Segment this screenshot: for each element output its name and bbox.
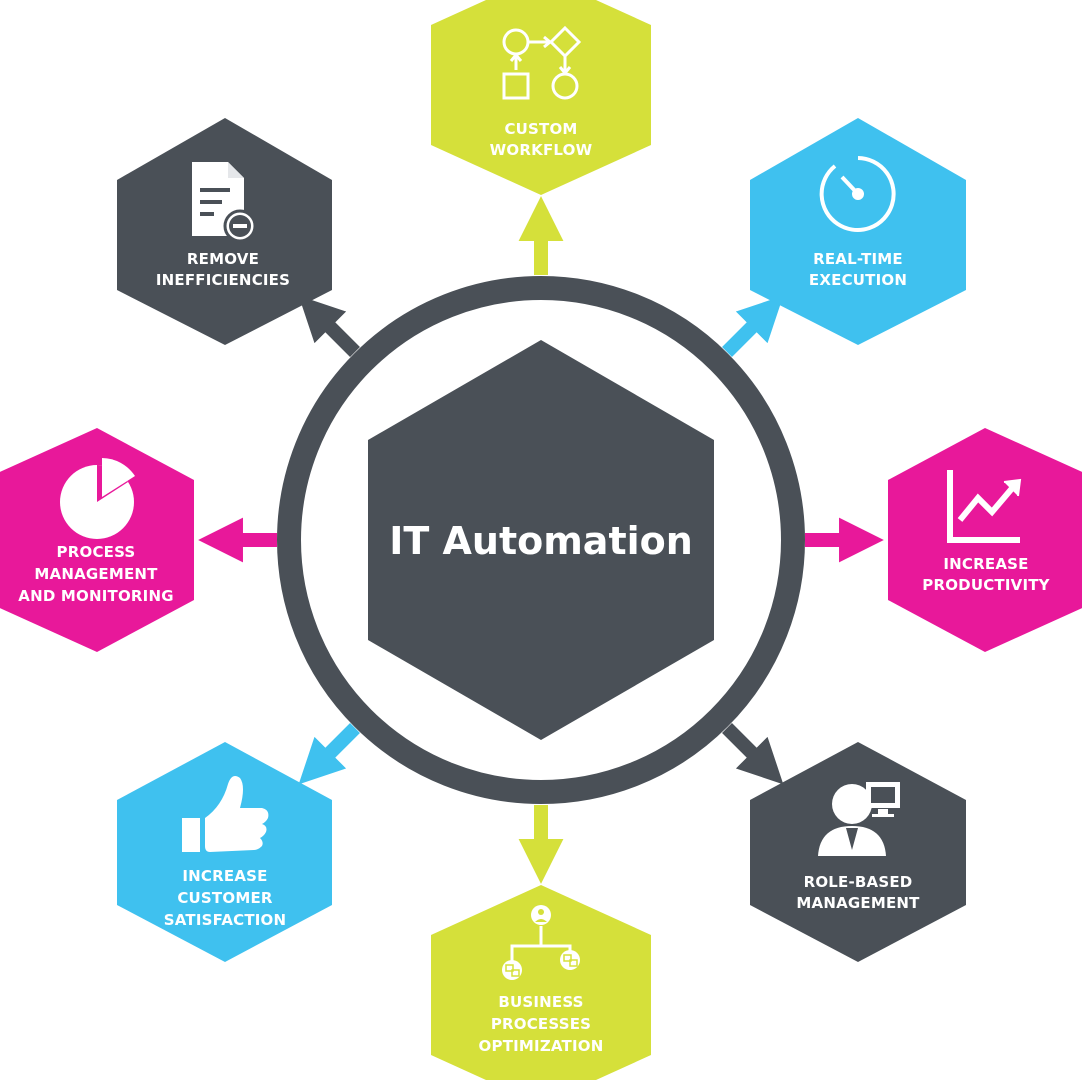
hexagon-shape	[0, 428, 194, 652]
label-custom-workflow: CUSTOM WORKFLOW	[490, 120, 593, 159]
node-process-management-monitoring	[0, 428, 194, 652]
node-label-line: OPTIMIZATION	[479, 1037, 604, 1055]
node-label-line: MANAGEMENT	[796, 894, 920, 912]
node-label-line: AND MONITORING	[18, 587, 173, 605]
node-business-processes-optimization	[431, 885, 651, 1080]
hexagon-shape	[117, 742, 332, 962]
label-process-management-monitoring: PROCESS MANAGEMENT AND MONITORING	[18, 543, 173, 605]
node-label-line: PROCESS	[57, 543, 136, 561]
node-label-line: REMOVE	[187, 250, 259, 268]
label-real-time-execution: REAL-TIME EXECUTION	[809, 250, 907, 289]
node-label-line: WORKFLOW	[490, 141, 593, 159]
timer-icon	[819, 156, 896, 232]
hexagon-shape	[431, 0, 651, 195]
org-tree-icon	[502, 905, 580, 980]
document-remove-icon	[192, 162, 257, 243]
node-label-line: BUSINESS	[498, 993, 583, 1011]
node-custom-workflow	[431, 0, 651, 195]
node-label-line: PRODUCTIVITY	[922, 576, 1050, 594]
label-increase-customer-satisfaction: INCREASE CUSTOMER SATISFACTION	[164, 867, 287, 929]
node-label-line: SATISFACTION	[164, 911, 287, 929]
label-remove-inefficiencies: REMOVE INEFFICIENCIES	[156, 250, 290, 289]
arrow-to-increase-customer-satisfaction	[298, 723, 360, 785]
connector-arrows	[198, 196, 884, 884]
line-chart-icon	[947, 470, 1022, 543]
center-title: IT Automation	[389, 519, 693, 563]
label-role-based-management: ROLE-BASED MANAGEMENT	[796, 873, 920, 912]
thumbs-up-icon	[182, 776, 269, 852]
user-computer-icon	[818, 782, 900, 856]
node-label-line: INCREASE	[182, 867, 267, 885]
arrow-to-role-based-management	[722, 723, 784, 785]
arrow-to-real-time-execution	[722, 295, 784, 357]
workflow-icon	[502, 25, 582, 100]
center-hexagon	[368, 340, 714, 740]
node-label-line: PROCESSES	[491, 1015, 591, 1033]
hexagon-shape	[431, 885, 651, 1080]
node-label-line: CUSTOMER	[177, 889, 273, 907]
pie-chart-icon	[60, 458, 135, 539]
node-label-line: INCREASE	[943, 555, 1028, 573]
node-increase-customer-satisfaction	[117, 742, 332, 962]
node-label-line: CUSTOM	[504, 120, 577, 138]
label-increase-productivity: INCREASE PRODUCTIVITY	[922, 555, 1050, 594]
arrow-to-remove-inefficiencies	[298, 295, 360, 357]
node-label-line: INEFFICIENCIES	[156, 271, 290, 289]
node-label-line: EXECUTION	[809, 271, 907, 289]
node-label-line: ROLE-BASED	[804, 873, 913, 891]
node-label-line: REAL-TIME	[813, 250, 903, 268]
node-label-line: MANAGEMENT	[34, 565, 158, 583]
label-business-processes-optimization: BUSINESS PROCESSES OPTIMIZATION	[479, 993, 604, 1055]
